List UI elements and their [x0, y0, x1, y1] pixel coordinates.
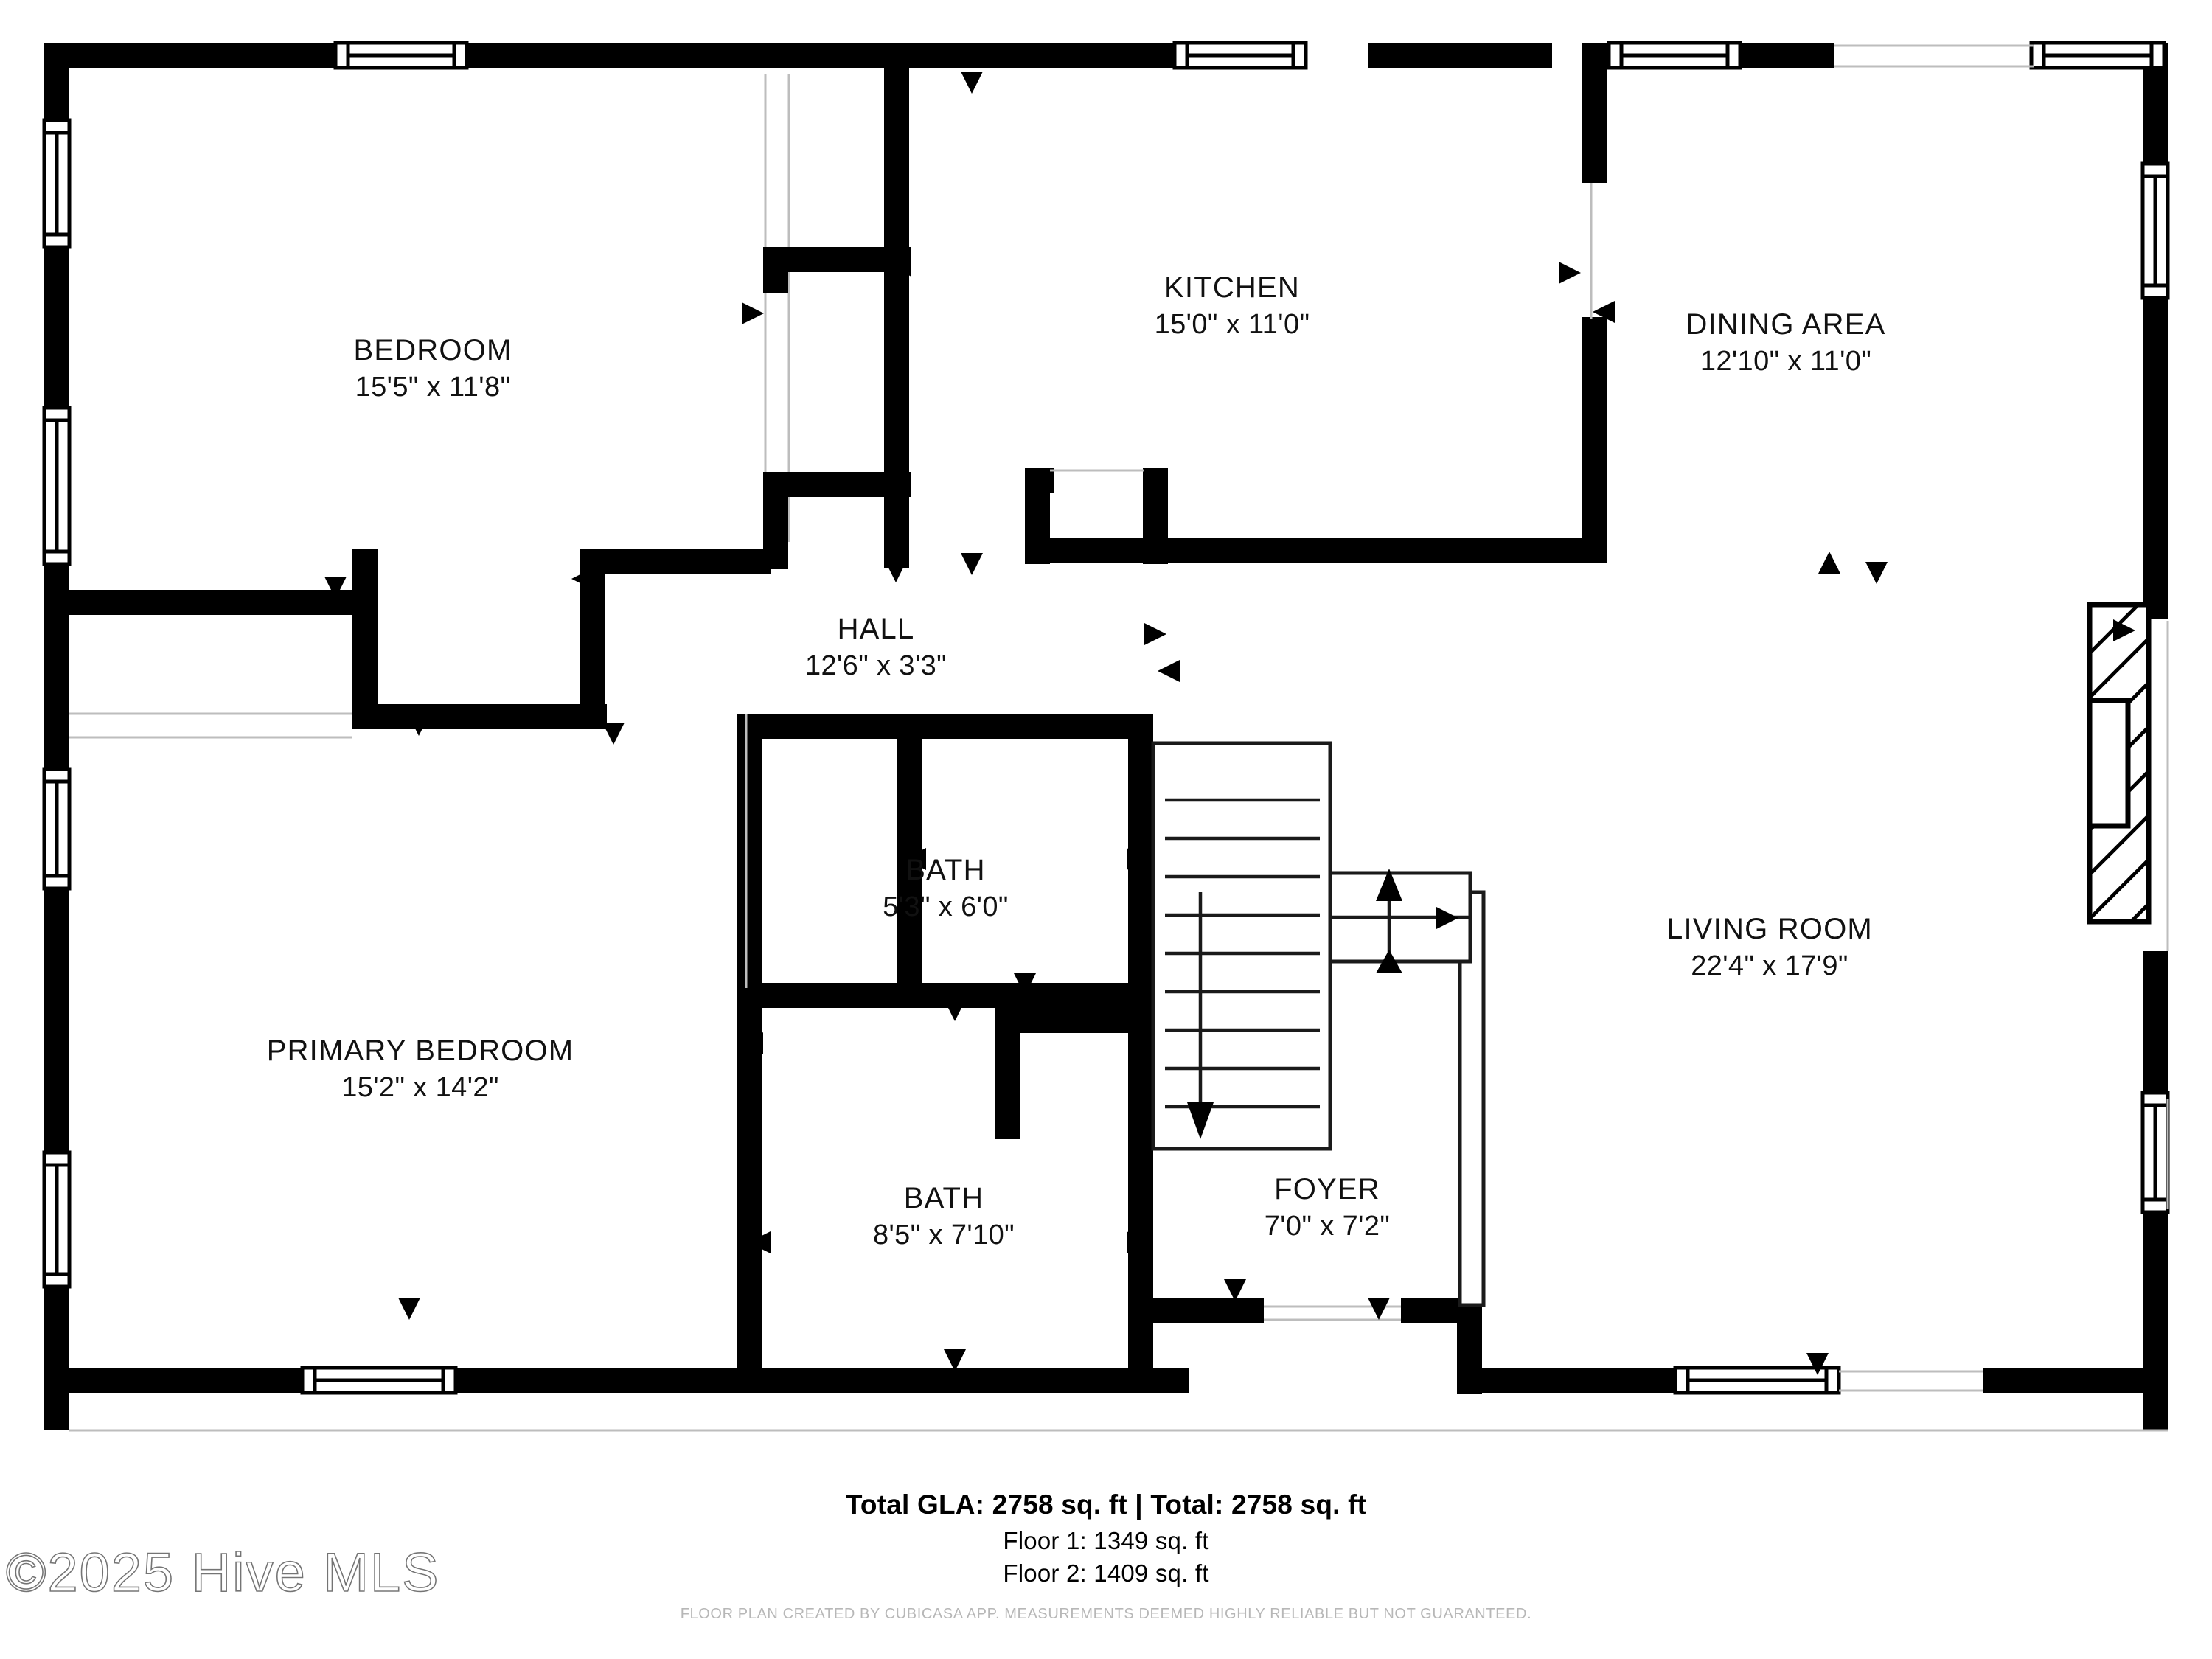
room-name: DINING AREA — [1686, 308, 1886, 341]
room-name: KITCHEN — [1164, 271, 1300, 304]
room-dimensions: 15'0" x 11'0" — [1154, 309, 1310, 341]
room-name: PRIMARY BEDROOM — [266, 1034, 574, 1067]
room-dimensions: 15'5" x 11'8" — [355, 372, 511, 403]
room-dimensions: 12'6" x 3'3" — [804, 650, 947, 682]
floor-2-area: Floor 2: 1409 sq. ft — [1003, 1559, 1209, 1587]
room-dimensions: 5'3" x 6'0" — [883, 891, 1009, 923]
room-label-kitchen: KITCHEN 15'0" x 11'0" — [1011, 269, 1453, 343]
floor-1-area: Floor 1: 1349 sq. ft — [1003, 1527, 1209, 1554]
room-dimensions: 8'5" x 7'10" — [872, 1220, 1015, 1251]
room-name: HALL — [837, 613, 915, 645]
staircase-down — [1151, 741, 1332, 1151]
room-name: FOYER — [1274, 1173, 1380, 1206]
room-name: BATH — [903, 1182, 984, 1214]
room-name: BATH — [905, 854, 986, 886]
room-label-living-room: LIVING ROOM 22'4" x 17'9" — [1548, 911, 1991, 984]
windows — [42, 41, 2170, 1395]
room-label-dining-area: DINING AREA 12'10" x 11'0" — [1565, 306, 2007, 380]
room-label-bath-lower: BATH 8'5" x 7'10" — [759, 1180, 1128, 1253]
room-dimensions: 15'2" x 14'2" — [341, 1072, 499, 1104]
room-name: LIVING ROOM — [1666, 913, 1873, 945]
area-summary: Total GLA: 2758 sq. ft | Total: 2758 sq.… — [0, 1489, 2212, 1589]
room-label-hall: HALL 12'6" x 3'3" — [655, 611, 1097, 684]
room-label-bath-upper: BATH 5'3" x 6'0" — [859, 852, 1032, 925]
interior-walls — [44, 43, 1607, 1394]
fireplace — [2087, 602, 2152, 925]
room-label-primary-bedroom: PRIMARY BEDROOM 15'2" x 14'2" — [184, 1032, 656, 1106]
room-dimensions: 12'10" x 11'0" — [1700, 346, 1872, 378]
door-markers — [47, 72, 2135, 1375]
opening-lines — [69, 44, 2169, 1432]
room-dimensions: 22'4" x 17'9" — [1691, 950, 1848, 982]
room-name: BEDROOM — [353, 334, 512, 366]
disclaimer-text: FLOOR PLAN CREATED BY CUBICASA APP. MEAS… — [680, 1606, 1532, 1622]
watermark-hive-mls: ©2025 Hive MLS — [5, 1541, 440, 1604]
room-label-bedroom: BEDROOM 15'5" x 11'8" — [212, 332, 654, 406]
total-gla-line: Total GLA: 2758 sq. ft | Total: 2758 sq.… — [845, 1489, 1367, 1520]
room-label-foyer: FOYER 7'0" x 7'2" — [1165, 1171, 1489, 1245]
room-dimensions: 7'0" x 7'2" — [1264, 1211, 1391, 1242]
